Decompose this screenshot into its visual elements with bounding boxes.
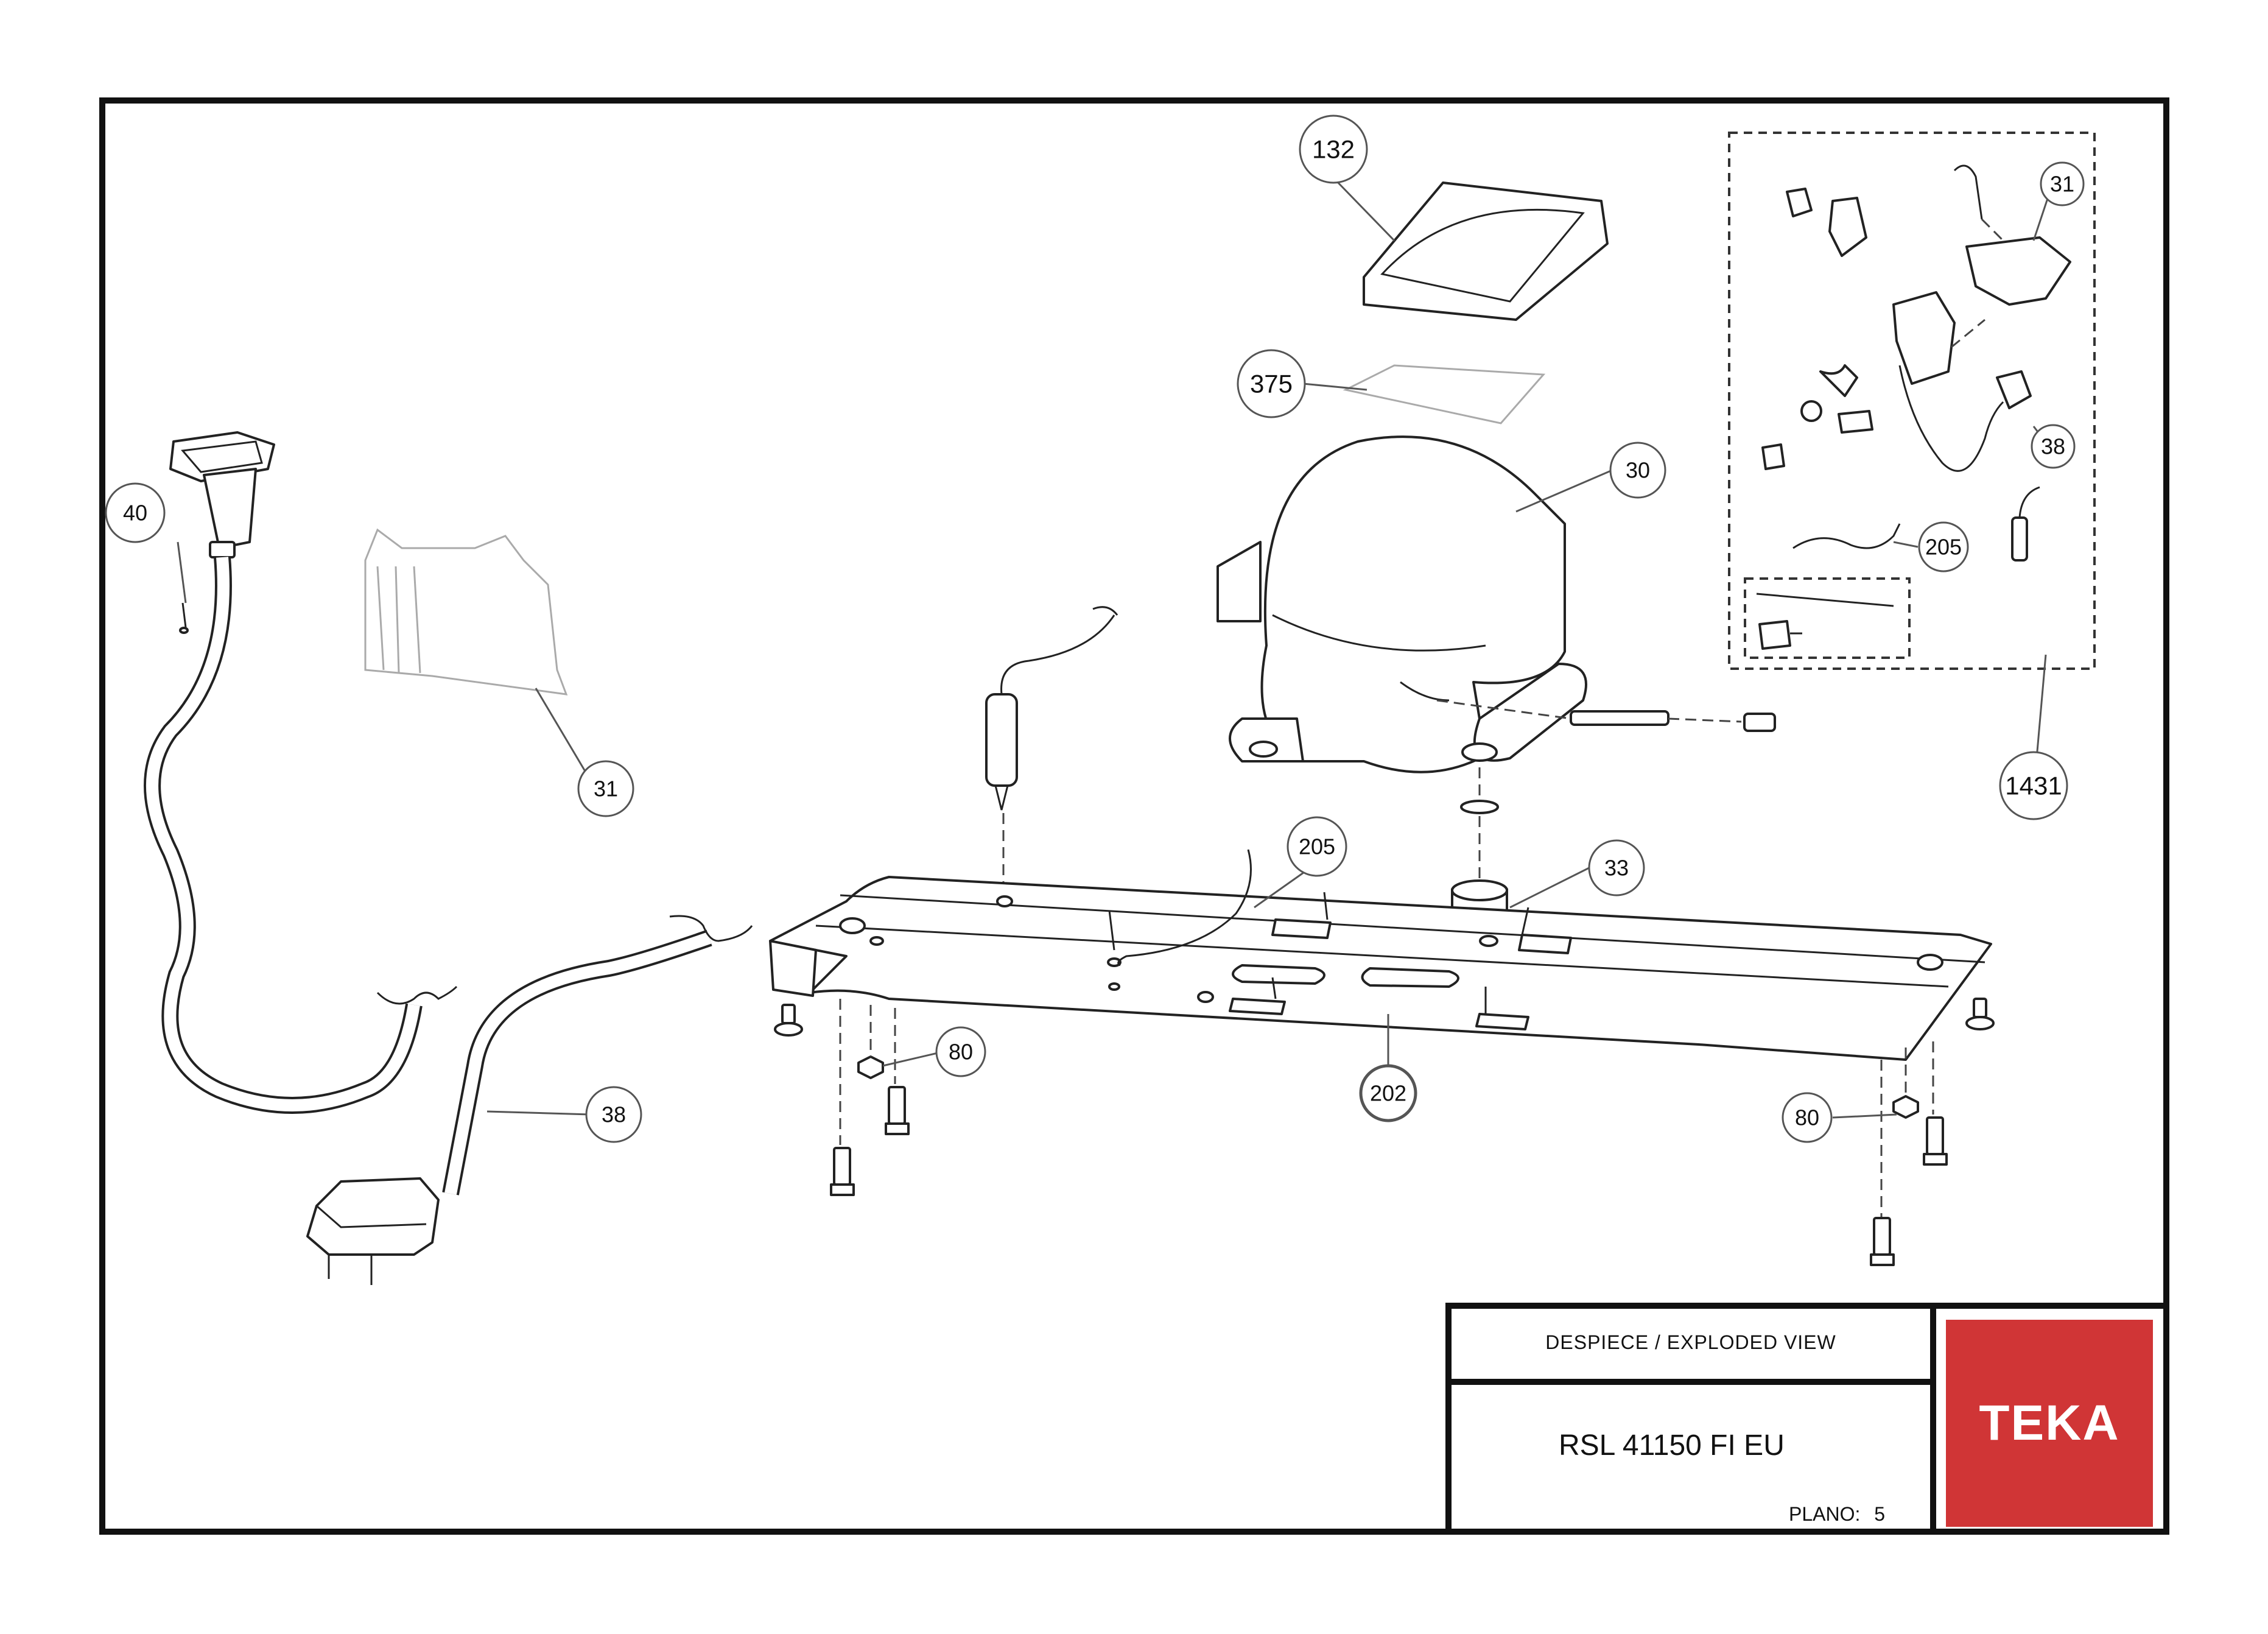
teka-logo-text: TEKA bbox=[1979, 1395, 2120, 1451]
callout-132: 132 bbox=[1299, 114, 1368, 184]
title-heading: DESPIECE / EXPLODED VIEW bbox=[1545, 1331, 1836, 1353]
callout-80: 80 bbox=[1782, 1092, 1833, 1143]
callout-circle bbox=[577, 760, 634, 817]
callout-circle bbox=[2040, 161, 2085, 206]
power-cord-part bbox=[306, 915, 753, 1285]
callout-circle bbox=[105, 482, 166, 543]
callout-31: 31 bbox=[2040, 161, 2085, 206]
callout-80: 80 bbox=[935, 1026, 986, 1077]
callout-38: 38 bbox=[585, 1086, 642, 1143]
callout-number: 38 bbox=[602, 1102, 626, 1127]
electrical-kit-inset bbox=[1728, 132, 2096, 670]
drawing-frame bbox=[99, 97, 2169, 1535]
model-number: RSL 41150 FI EU bbox=[1559, 1429, 1785, 1462]
plano-label-text: PLANO: bbox=[1789, 1503, 1861, 1525]
label-sheet-part bbox=[1343, 364, 1546, 424]
callout-number: 132 bbox=[1312, 135, 1355, 164]
callout-202: 202 bbox=[1359, 1064, 1417, 1122]
callout-circle bbox=[1918, 521, 1969, 572]
callout-number: 202 bbox=[1370, 1081, 1406, 1106]
capacitor-part bbox=[985, 606, 1118, 901]
title-model-cell bbox=[1445, 1379, 1936, 1535]
callout-circle bbox=[1287, 816, 1347, 877]
callout-30: 30 bbox=[1609, 442, 1666, 499]
callout-circle bbox=[1299, 114, 1368, 184]
callout-205: 205 bbox=[1287, 816, 1347, 877]
callout-circle bbox=[935, 1026, 986, 1077]
callout-number: 80 bbox=[949, 1040, 973, 1065]
plano-number: 5 bbox=[1874, 1503, 1886, 1525]
callout-1431: 1431 bbox=[1999, 751, 2068, 820]
callout-number: 31 bbox=[2050, 172, 2074, 197]
compressor-cover-part bbox=[1363, 181, 1609, 321]
callout-number: 38 bbox=[2041, 434, 2065, 459]
callout-circle bbox=[1609, 442, 1666, 499]
callout-number: 205 bbox=[1925, 535, 1962, 560]
callout-number: 205 bbox=[1299, 834, 1335, 859]
callout-31: 31 bbox=[577, 760, 634, 817]
callout-38: 38 bbox=[2031, 424, 2076, 469]
grommet-part bbox=[1451, 767, 1508, 929]
teka-logo: TEKA bbox=[1946, 1320, 2153, 1527]
callout-number: 1431 bbox=[2005, 772, 2062, 800]
callout-circle bbox=[1999, 751, 2068, 820]
thermostat-control-part bbox=[144, 431, 458, 1114]
ground-wire-part bbox=[1117, 849, 1252, 967]
foot-bolts-part bbox=[774, 998, 1995, 1266]
callout-40: 40 bbox=[105, 482, 166, 543]
callout-circle bbox=[1359, 1064, 1417, 1122]
relay-cover-ghost-part bbox=[364, 528, 568, 696]
callout-number: 31 bbox=[594, 777, 618, 801]
plano-label: PLANO: 5 bbox=[1789, 1503, 1885, 1526]
callout-number: 40 bbox=[123, 501, 147, 526]
compressor-part bbox=[1217, 435, 1587, 773]
callout-205: 205 bbox=[1918, 521, 1969, 572]
callout-33: 33 bbox=[1588, 839, 1645, 896]
callout-circle bbox=[1237, 349, 1306, 418]
callout-circle bbox=[1588, 839, 1645, 896]
part-callouts: 132 375 30 40 31 205 33 80 202 38 80 1431 31 38 205 bbox=[105, 114, 2085, 1143]
callout-number: 33 bbox=[1604, 856, 1629, 881]
plate-screw-part bbox=[1107, 910, 1122, 991]
callout-number: 30 bbox=[1626, 458, 1650, 483]
callout-circle bbox=[2031, 424, 2076, 469]
callout-375: 375 bbox=[1237, 349, 1306, 418]
callout-number: 80 bbox=[1795, 1105, 1819, 1130]
callout-circle bbox=[1782, 1092, 1833, 1143]
callout-number: 375 bbox=[1250, 370, 1293, 398]
callout-circle bbox=[585, 1086, 642, 1143]
base-plate-part bbox=[769, 876, 1992, 1061]
leader-lines bbox=[177, 177, 2053, 1119]
compressor-tube-part bbox=[1436, 699, 1776, 732]
